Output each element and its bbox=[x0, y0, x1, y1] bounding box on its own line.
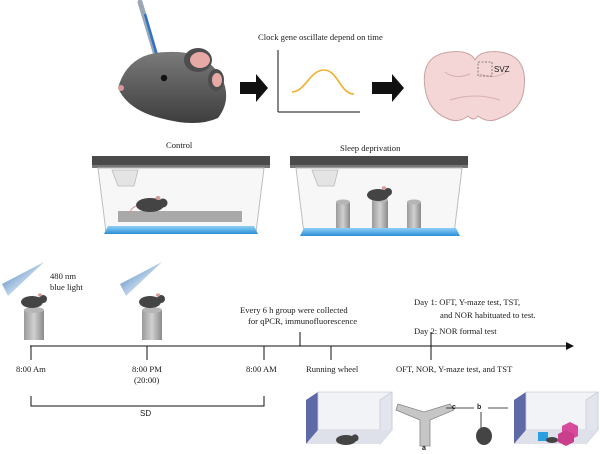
sd-label: SD bbox=[140, 409, 152, 418]
control-cage bbox=[92, 156, 270, 234]
mouse-icon bbox=[367, 186, 392, 201]
open-field-box bbox=[306, 391, 393, 446]
mouse-head-icon bbox=[118, 48, 227, 123]
oscillation-plot bbox=[277, 50, 360, 113]
timeline-axis bbox=[30, 332, 574, 360]
pedestal-mouse-1 bbox=[21, 293, 47, 340]
day2-label: Day 2: NOR formal test bbox=[414, 326, 497, 336]
sd-bracket bbox=[30, 396, 265, 407]
maze-label-a: a bbox=[422, 445, 426, 452]
day1-label-1: Day 1: OFT, Y-maze test, TST, bbox=[414, 297, 521, 307]
maze-label-c: c bbox=[452, 404, 456, 411]
time-label-3: 8:00 AM bbox=[246, 364, 277, 374]
oscillation-curve bbox=[291, 69, 355, 95]
sleep-deprivation-label: Sleep deprivation bbox=[340, 143, 401, 153]
pedestal-mouse-2 bbox=[139, 293, 165, 340]
svz-label: SVZ bbox=[494, 65, 510, 74]
y-maze-icon bbox=[395, 403, 508, 447]
sleep-deprivation-cage bbox=[290, 156, 468, 236]
blue-light-beam-icon bbox=[2, 262, 44, 296]
light-label-1: 480 nm bbox=[50, 271, 77, 281]
title: Clock gene oscillate depend on time bbox=[258, 32, 383, 42]
tests-label: OFT, NOR, Y-maze test, and TST bbox=[396, 364, 513, 374]
time-label-2: 8:00 PM bbox=[132, 364, 162, 374]
light-label-2: blue light bbox=[50, 282, 83, 292]
brain-section-icon bbox=[423, 51, 525, 122]
arrow-icon bbox=[372, 74, 404, 102]
arrow-icon bbox=[240, 74, 268, 102]
control-label: Control bbox=[166, 140, 193, 150]
time-label-2-sub: (20:00) bbox=[134, 375, 160, 385]
maze-label-b: b bbox=[477, 404, 482, 411]
nor-box bbox=[514, 391, 599, 446]
day1-label-2: and NOR habituated to test. bbox=[440, 310, 536, 320]
collect-label-1: Every 6 h group were collected bbox=[240, 305, 348, 315]
blue-light-beam-icon bbox=[120, 262, 162, 296]
running-wheel-label: Running wheel bbox=[306, 364, 359, 374]
time-label-1: 8:00 Am bbox=[16, 364, 46, 374]
mouse-icon bbox=[130, 196, 168, 215]
collect-label-2: for qPCR, immunofluorescence bbox=[248, 316, 358, 326]
